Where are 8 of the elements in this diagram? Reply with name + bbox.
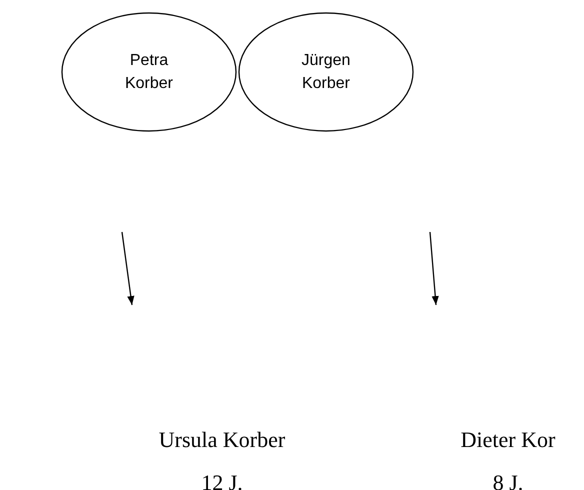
person-ellipse [238, 12, 414, 132]
person-ellipse [61, 12, 237, 132]
child-name: Dieter Kor [460, 427, 556, 453]
person-name: Jürgen Korber [300, 51, 352, 94]
age-label: 8 J. [492, 470, 524, 490]
person-name: Petra Korber [124, 51, 174, 94]
child-name: Ursula Korber [158, 427, 286, 453]
age-label: 12 J. [201, 470, 243, 490]
